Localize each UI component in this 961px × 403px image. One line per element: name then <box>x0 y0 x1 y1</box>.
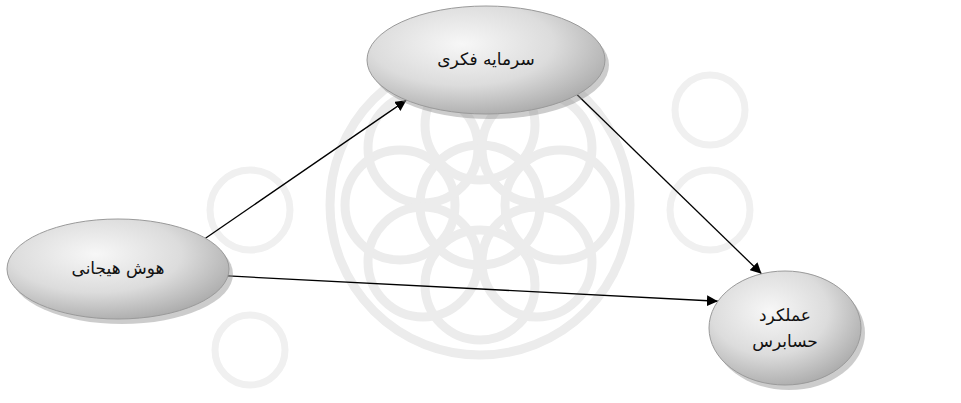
arrow-connector <box>577 95 761 274</box>
node-label-group: هوش هیجانی <box>33 256 203 282</box>
side-ornament <box>210 75 750 385</box>
node-label: عملکرد حسابرس <box>745 303 825 354</box>
node-label-group: سرمایه فکری <box>396 47 576 73</box>
ellipse-node: سرمایه فکری <box>366 5 606 115</box>
ellipse-fill <box>367 6 605 114</box>
ellipse-outline <box>708 270 862 386</box>
arrow-connector <box>205 100 406 238</box>
ellipse-fill <box>7 219 229 319</box>
ellipse-node: عملکرد حسابرس <box>708 270 862 386</box>
node-label-group: عملکرد حسابرس <box>745 303 825 354</box>
node-label: سرمایه فکری <box>396 47 576 73</box>
ellipse-node: هوش هیجانی <box>6 218 230 320</box>
arrow-connector <box>228 276 718 301</box>
ellipse-fill <box>709 271 861 385</box>
node-label: هوش هیجانی <box>33 256 203 282</box>
